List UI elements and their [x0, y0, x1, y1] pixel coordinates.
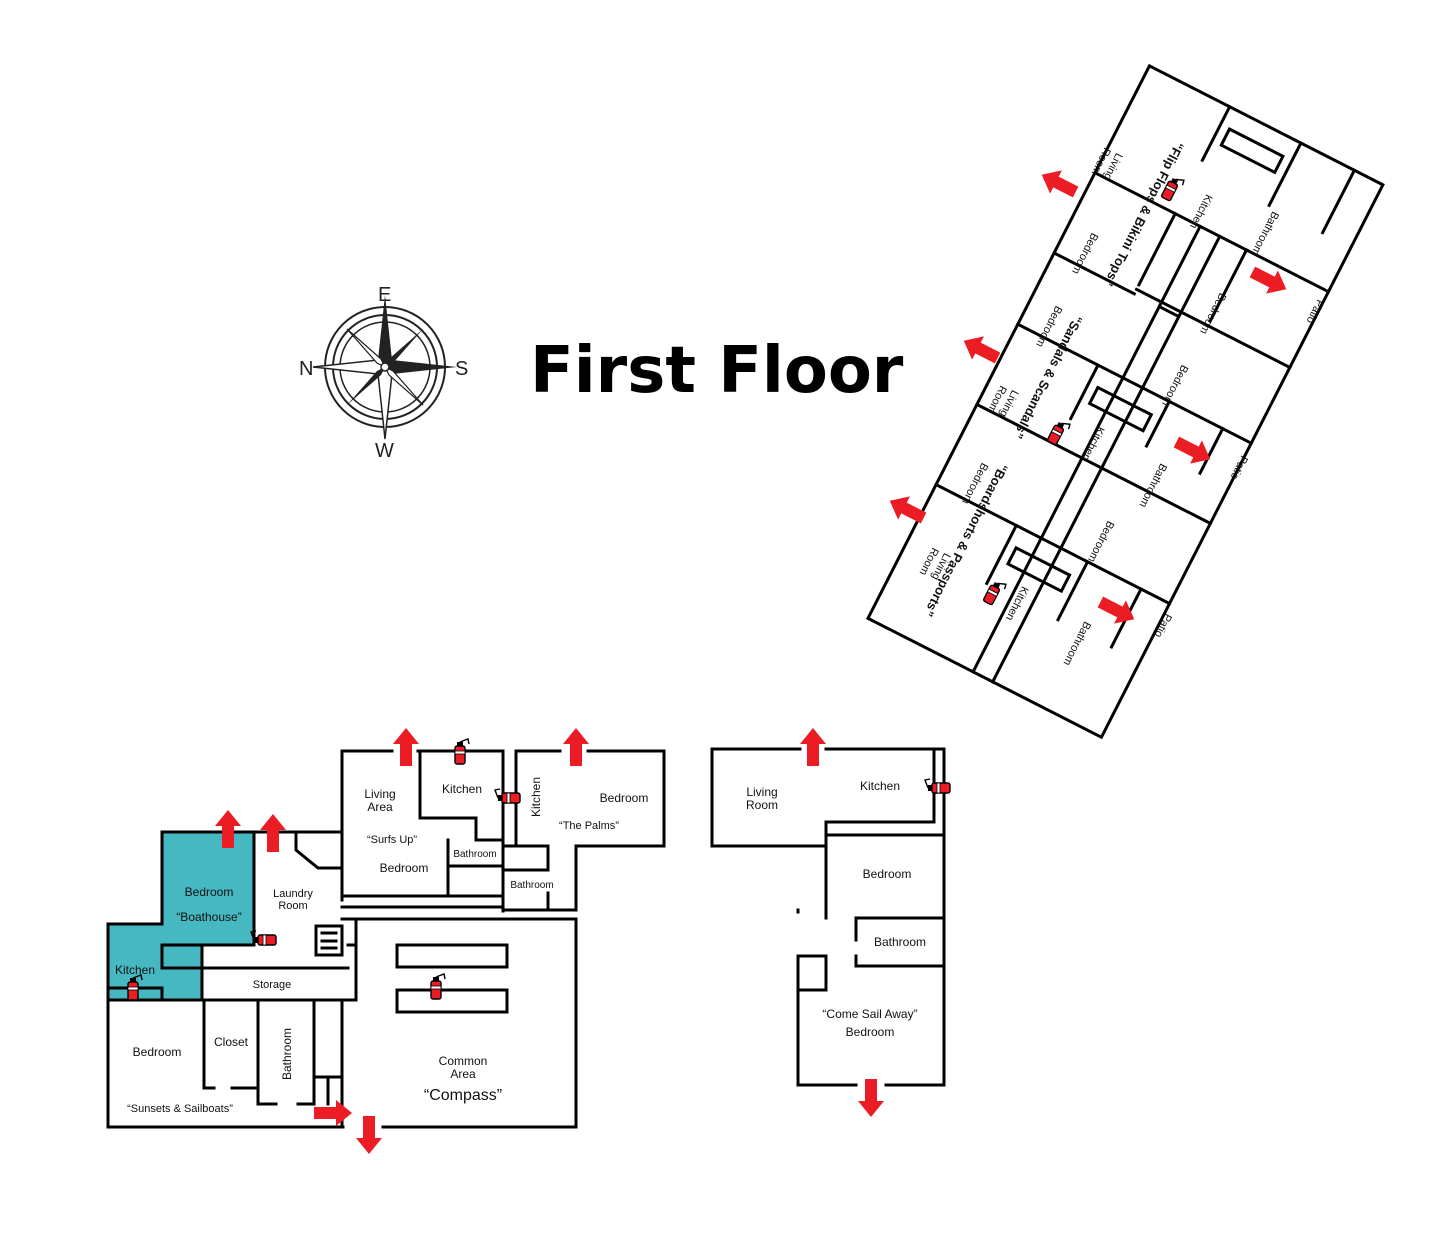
csa-living-label: Living	[746, 785, 777, 799]
compass-east-label: E	[378, 284, 391, 306]
exit-arrow-icon	[1246, 260, 1293, 301]
exit-arrow-icon	[800, 728, 826, 766]
flip-kitchen-label: Kitchen	[1187, 192, 1214, 230]
compass-south-label: S	[455, 358, 468, 380]
flip-bathroom-label: Bathroom	[1248, 209, 1280, 257]
palms-bedroom-label: Bedroom	[600, 791, 649, 805]
sandals-kitchen-label: Kitchen	[1079, 424, 1106, 462]
exit-arrow-icon	[1094, 590, 1141, 631]
compass-west-label: W	[375, 440, 394, 462]
board-patio-label: Patio	[1152, 611, 1174, 639]
surfs-bathroom-label: Bathroom	[453, 849, 496, 860]
surfs-living-label-2: Area	[367, 800, 393, 814]
laundry-room-label: Laundry	[273, 888, 313, 900]
sandals-patio-label: Patio	[1228, 453, 1250, 481]
surfs-up-name-label: “Surfs Up”	[367, 834, 417, 846]
csa-bedroom2-label: Bedroom	[846, 1025, 895, 1039]
board-bedroom2-label: Bedroom	[1085, 519, 1116, 564]
compass-rose-icon: E S W N	[299, 284, 468, 462]
closet-label: Closet	[214, 1035, 249, 1049]
csa-living-label-2: Room	[746, 798, 778, 812]
exit-arrow-icon	[563, 728, 589, 766]
center-unit	[710, 747, 946, 1087]
exit-arrow-icon	[314, 1100, 352, 1126]
fire-extinguisher-icon	[1046, 417, 1072, 448]
common-area-label-2: Area	[450, 1067, 476, 1081]
boathouse-kitchen-label: Kitchen	[115, 963, 155, 977]
boathouse-bedroom-label: Bedroom	[185, 885, 234, 899]
compass-north-label: N	[299, 358, 313, 380]
sandals-bathroom-label: Bathroom	[1136, 461, 1168, 509]
common-area-label: Common	[439, 1054, 488, 1068]
palms-kitchen-label: Kitchen	[529, 777, 543, 817]
csa-bathroom-label: Bathroom	[874, 935, 926, 949]
exit-arrow-icon	[858, 1079, 884, 1117]
palms-bathroom-label: Bathroom	[510, 880, 553, 891]
sandals-bedroom2-label: Bedroom	[1159, 363, 1190, 408]
exit-arrow-icon	[393, 728, 419, 766]
csa-bedroom-label: Bedroom	[863, 867, 912, 881]
exit-arrow-icon	[1035, 163, 1082, 204]
sunsets-name-label: “Sunsets & Sailboats”	[127, 1103, 233, 1115]
east-building	[865, 63, 1385, 740]
surfs-living-label: Living	[364, 787, 395, 801]
exit-arrow-icon	[1170, 430, 1217, 471]
palms-name-label: “The Palms”	[559, 820, 619, 832]
boathouse-name-label: “Boathouse”	[176, 910, 241, 924]
surfs-kitchen-label: Kitchen	[442, 782, 482, 796]
west-wing	[106, 749, 666, 1129]
board-bathroom-label: Bathroom	[1060, 619, 1092, 667]
page-title: First Floor	[530, 334, 904, 408]
laundry-room-label-2: Room	[278, 900, 307, 912]
flip-patio-label: Patio	[1304, 297, 1326, 325]
csa-kitchen-label: Kitchen	[860, 779, 900, 793]
sunsets-bedroom-label: Bedroom	[133, 1045, 182, 1059]
compass-name-label: “Compass”	[424, 1087, 502, 1104]
surfs-bedroom-label: Bedroom	[380, 861, 429, 875]
fire-extinguisher-icon	[924, 778, 951, 794]
exit-arrows	[215, 163, 1293, 1154]
csa-name-label: “Come Sail Away”	[822, 1007, 917, 1021]
storage-label: Storage	[253, 979, 292, 991]
sunsets-bathroom-label: Bathroom	[280, 1028, 294, 1080]
exit-arrow-icon	[356, 1116, 382, 1154]
